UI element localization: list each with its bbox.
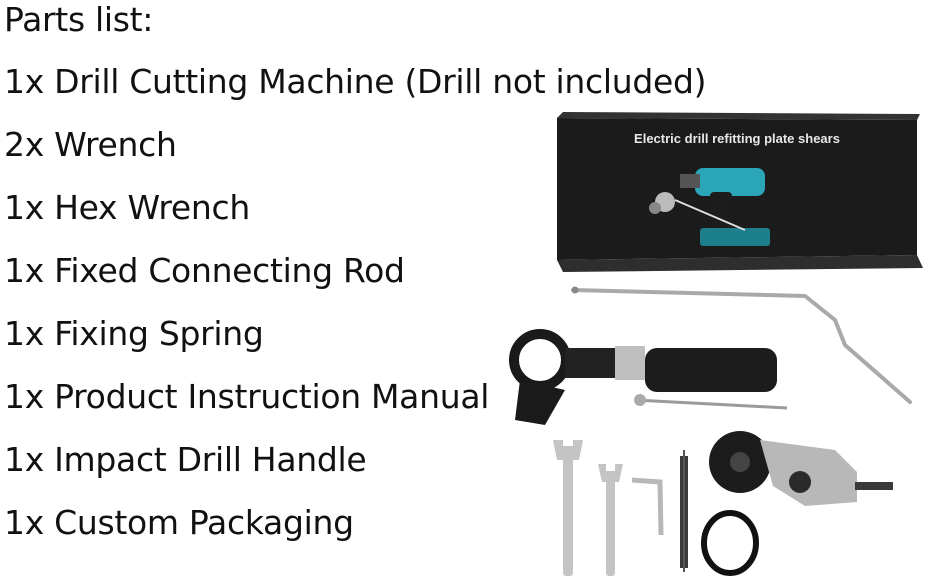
packaging-box: Electric drill refitting plate shears <box>557 112 923 272</box>
cutting-machine <box>701 431 893 576</box>
connecting-rod <box>571 286 912 404</box>
fixing-spring <box>680 450 688 572</box>
wrench-large <box>553 436 583 576</box>
box-label: Electric drill refitting plate shears <box>634 131 840 146</box>
product-photo: Electric drill refitting plate shears <box>509 112 923 576</box>
drill-illustration <box>649 168 770 246</box>
parts-item: 1x Impact Drill Handle <box>4 440 367 479</box>
parts-item: 1x Hex Wrench <box>4 188 250 227</box>
wrench-small <box>598 462 623 576</box>
parts-list-title: Parts list: <box>4 0 154 39</box>
parts-item: 1x Fixing Spring <box>4 314 264 353</box>
parts-item: 2x Wrench <box>4 125 177 164</box>
parts-item: 1x Custom Packaging <box>4 503 354 542</box>
parts-item: 1x Drill Cutting Machine (Drill not incl… <box>4 62 707 101</box>
parts-item: 1x Product Instruction Manual <box>4 377 490 416</box>
parts-item: 1x Fixed Connecting Rod <box>4 251 405 290</box>
hex-wrench <box>631 477 664 536</box>
drill-handle <box>509 329 788 425</box>
